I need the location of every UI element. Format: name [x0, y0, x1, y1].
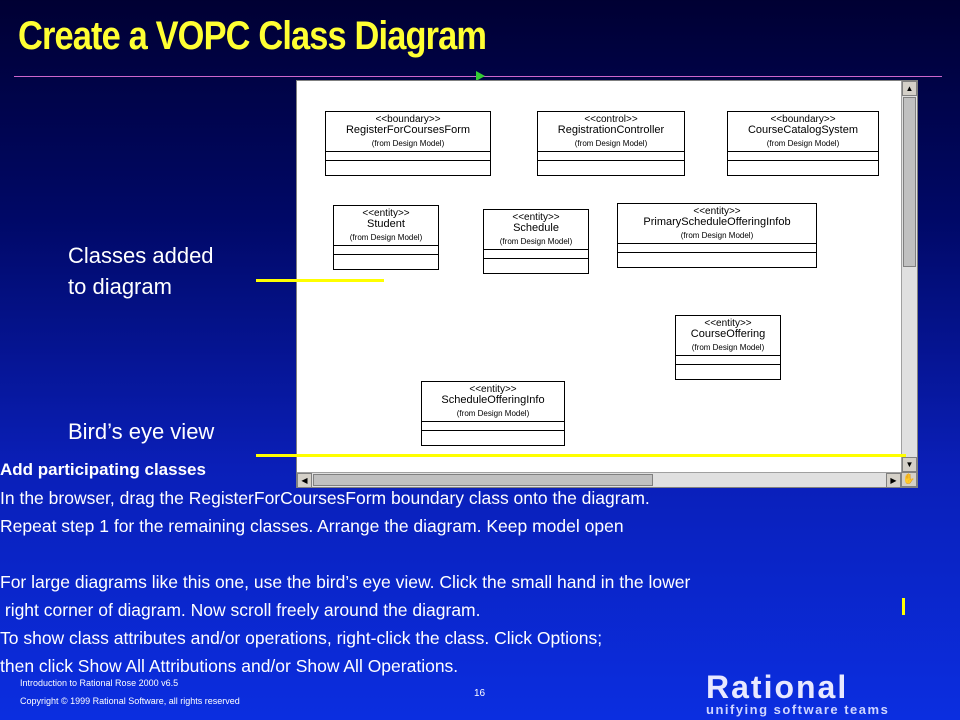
class-attributes [676, 356, 780, 365]
logo-tagline: unifying software teams [706, 702, 890, 717]
footer-info: Introduction to Rational Rose 2000 v6.5 … [20, 677, 240, 707]
class-name: Schedule [513, 222, 559, 234]
class-box[interactable]: <<boundary>>CourseCatalogSystem (from Des… [727, 111, 879, 176]
scroll-right-icon[interactable]: ▶ [886, 473, 901, 488]
vertical-scrollbar[interactable]: ▲ ▼ [901, 81, 917, 472]
classes-added-line2: to diagram [68, 274, 172, 299]
class-stereotype: <<entity>> [469, 384, 517, 395]
instruction-line: then click Show All Attributions and/or … [0, 656, 459, 676]
class-attributes [538, 152, 684, 161]
scroll-up-icon[interactable]: ▲ [902, 81, 917, 96]
class-box[interactable]: <<entity>>Schedule (from Design Model) [483, 209, 589, 274]
scroll-down-icon[interactable]: ▼ [902, 457, 917, 472]
vertical-scroll-thumb[interactable] [903, 97, 916, 267]
footer-copyright: Copyright © 1999 Rational Software, all … [20, 696, 240, 706]
class-package: (from Design Model) [766, 139, 840, 148]
class-attributes [334, 246, 438, 255]
instruction-line: For large diagrams like this one, use th… [0, 572, 691, 592]
rational-logo: Rational unifying software teams [706, 669, 946, 717]
class-name: RegisterForCoursesForm [345, 124, 471, 136]
class-box[interactable]: <<entity>>PrimaryScheduleOfferingInfob (f… [617, 203, 817, 268]
class-package: (from Design Model) [691, 343, 765, 352]
class-name: CourseCatalogSystem [747, 124, 859, 136]
class-stereotype: <<entity>> [704, 318, 752, 329]
class-package: (from Design Model) [499, 237, 573, 246]
class-package: (from Design Model) [456, 409, 530, 418]
instructions-heading: Add participating classes [0, 460, 206, 479]
class-name: PrimaryScheduleOfferingInfob [643, 216, 791, 228]
class-diagram-window[interactable]: <<boundary>>RegisterForCoursesForm(from … [296, 80, 918, 488]
class-stereotype: <<boundary>> [770, 114, 836, 125]
classes-added-line1: Classes added [68, 243, 214, 268]
class-package: (from Design Model) [371, 139, 445, 148]
class-stereotype: <<entity>> [512, 212, 560, 223]
class-stereotype: <<boundary>> [375, 114, 441, 125]
classes-added-label: Classes added to diagram [68, 240, 214, 302]
diagram-canvas[interactable]: <<boundary>>RegisterForCoursesForm(from … [297, 81, 901, 472]
bullet-triangle-icon [476, 71, 485, 81]
footer-course: Introduction to Rational Rose 2000 v6.5 [20, 678, 179, 688]
class-name: ScheduleOfferingInfo [441, 394, 545, 406]
class-box[interactable]: <<boundary>>RegisterForCoursesForm (from … [325, 111, 491, 176]
classes-callout-line [256, 279, 384, 282]
class-box[interactable]: <<entity>>CourseOffering (from Design Mod… [675, 315, 781, 380]
class-attributes [326, 152, 490, 161]
class-attributes [728, 152, 878, 161]
class-package: (from Design Model) [349, 233, 423, 242]
class-stereotype: <<entity>> [362, 208, 410, 219]
class-attributes [484, 250, 588, 259]
class-attributes [422, 422, 564, 431]
class-box[interactable]: <<entity>>Student (from Design Model) [333, 205, 439, 270]
instruction-line: In the browser, drag the RegisterForCour… [0, 488, 650, 508]
class-box[interactable]: <<control>>RegistrationController (from D… [537, 111, 685, 176]
logo-word: Rational [706, 669, 849, 705]
class-name: RegistrationController [557, 124, 665, 136]
class-name: CourseOffering [690, 328, 766, 340]
birds-eye-label: Bird’s eye view [68, 419, 215, 444]
scroll-left-icon[interactable]: ◀ [297, 473, 312, 488]
class-box[interactable]: <<entity>>ScheduleOfferingInfo (from Desi… [421, 381, 565, 446]
horizontal-scrollbar[interactable]: ◀ ▶ [297, 472, 901, 488]
hand-icon[interactable]: ✋ [901, 472, 917, 487]
class-package: (from Design Model) [574, 139, 648, 148]
page-number: 16 [474, 688, 486, 699]
instructions-block: Add participating classes In the browser… [0, 456, 960, 680]
instruction-line: Repeat step 1 for the remaining classes.… [0, 516, 624, 536]
class-name: Student [367, 218, 405, 230]
instruction-line: right corner of diagram. Now scroll free… [0, 600, 481, 620]
instruction-line: To show class attributes and/or operatio… [0, 628, 603, 648]
horizontal-scroll-thumb[interactable] [313, 474, 653, 486]
class-stereotype: <<control>> [584, 114, 638, 125]
instruction-line [0, 540, 960, 568]
slide-title: Create a VOPC Class Diagram [18, 14, 487, 58]
class-package: (from Design Model) [680, 231, 754, 240]
class-stereotype: <<entity>> [693, 206, 741, 217]
class-attributes [618, 244, 816, 253]
birds-eye-callout-line [256, 454, 906, 457]
text-cursor-marker [902, 598, 905, 615]
